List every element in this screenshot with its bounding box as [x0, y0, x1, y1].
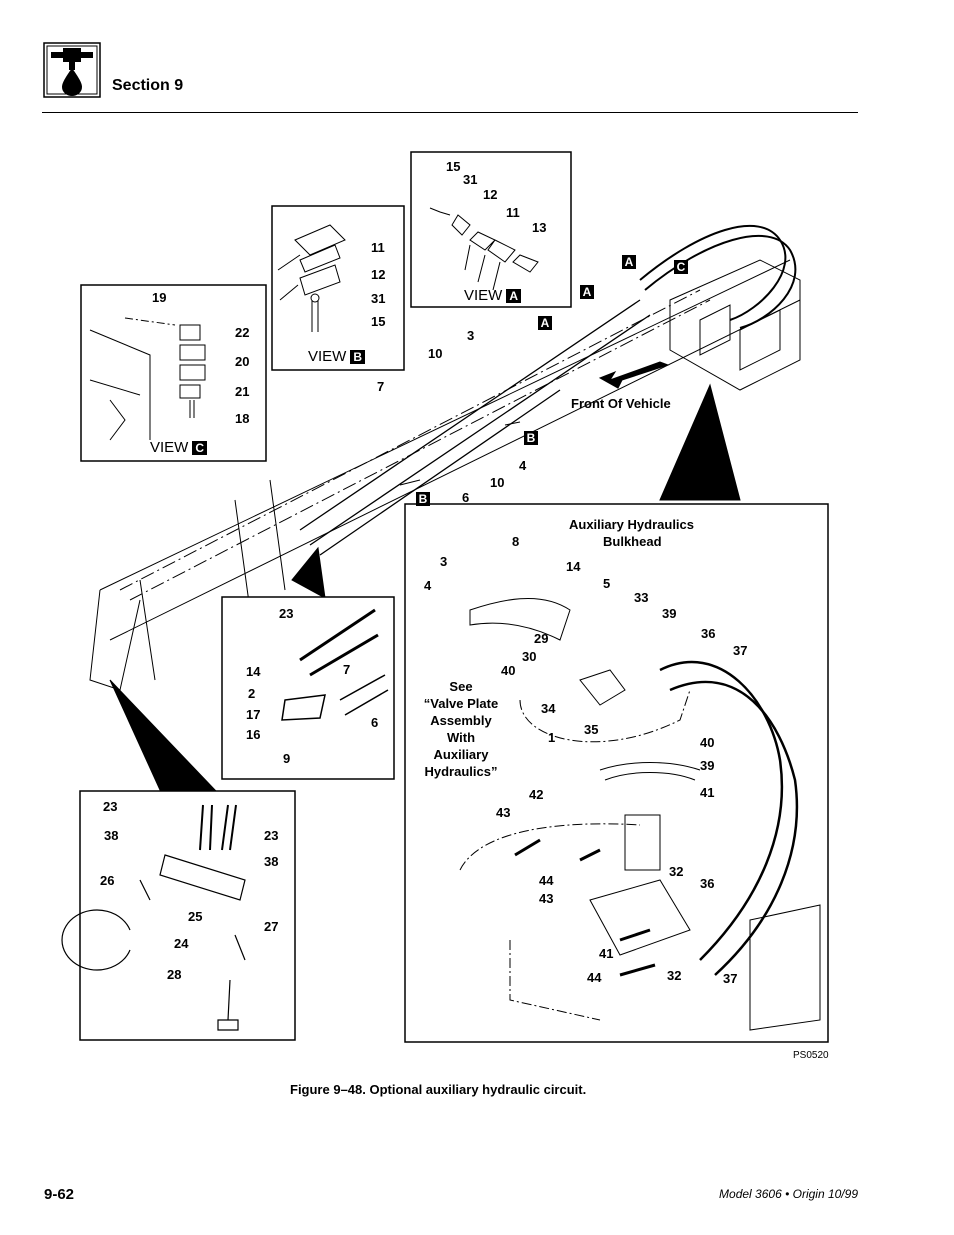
callout: 21	[235, 384, 250, 399]
callout: 39	[700, 758, 715, 773]
callout: 12	[483, 187, 498, 202]
callout: 40	[501, 663, 516, 678]
callout: 10	[490, 475, 505, 490]
callout: 31	[463, 172, 478, 187]
callout: 6	[462, 490, 470, 505]
callout: 26	[100, 873, 115, 888]
callout: 44	[539, 873, 554, 888]
callout: 5	[603, 576, 611, 591]
callout: 33	[634, 590, 649, 605]
callout: 37	[733, 643, 748, 658]
callout: 42	[529, 787, 544, 802]
callout: 7	[343, 662, 351, 677]
section-tag-a: A	[580, 285, 594, 299]
callout: 24	[174, 936, 189, 951]
callout: 6	[371, 715, 379, 730]
callout: 43	[496, 805, 511, 820]
callout: 13	[532, 220, 547, 235]
model-origin: Model 3606 • Origin 10/99	[719, 1187, 858, 1201]
section-logo	[43, 42, 101, 98]
callout: 37	[723, 971, 738, 986]
callout: 43	[539, 891, 554, 906]
hydraulic-drop-icon	[43, 42, 101, 98]
callout: 39	[662, 606, 677, 621]
callout: 28	[167, 967, 182, 982]
callout: 38	[264, 854, 279, 869]
callout: 36	[701, 626, 716, 641]
figure-caption: Figure 9–48. Optional auxiliary hydrauli…	[290, 1082, 587, 1097]
callout: 36	[700, 876, 715, 891]
callout: 32	[667, 968, 682, 983]
callout: 40	[700, 735, 715, 750]
bulkhead-label: Auxiliary Hydraulics	[569, 517, 694, 532]
callout: 35	[584, 722, 599, 737]
callout: 23	[103, 799, 118, 814]
callout: 17	[246, 707, 261, 722]
callout: 44	[587, 970, 602, 985]
callout: 14	[566, 559, 581, 574]
section-tag-a: A	[622, 255, 636, 269]
callout: 41	[599, 946, 614, 961]
callout: 15	[446, 159, 461, 174]
callout: 34	[541, 701, 556, 716]
callout: 20	[235, 354, 250, 369]
callout: 32	[669, 864, 684, 879]
callout: 15	[371, 314, 386, 329]
page-number: 9-62	[44, 1186, 75, 1203]
section-tag-a: A	[538, 316, 552, 330]
callout: 14	[246, 664, 261, 679]
callout: 4	[519, 458, 527, 473]
callout: 31	[371, 291, 386, 306]
callout: 9	[283, 751, 291, 766]
callout: 30	[522, 649, 537, 664]
callout: 18	[235, 411, 250, 426]
callout: 38	[104, 828, 119, 843]
callout: 23	[264, 828, 279, 843]
callout: 11	[371, 240, 385, 255]
bulkhead-label: Bulkhead	[603, 534, 662, 549]
callout: 4	[424, 578, 432, 593]
callout: 29	[534, 631, 549, 646]
callout: 27	[264, 919, 279, 934]
section-title: Section 9	[112, 77, 184, 94]
header-divider	[42, 112, 858, 113]
callout: 1	[548, 730, 556, 745]
callout: 3	[440, 554, 448, 569]
callout: 8	[512, 534, 520, 549]
callout: 12	[371, 267, 386, 282]
callout: 2	[248, 686, 256, 701]
section-tag-b: B	[416, 492, 430, 506]
callout: 41	[700, 785, 715, 800]
callout: 19	[152, 290, 167, 305]
callout: 7	[377, 379, 385, 394]
see-valve-plate-note: See “Valve Plate Assembly With Auxiliary…	[423, 679, 499, 779]
callout: 23	[279, 606, 294, 621]
callout: 3	[467, 328, 475, 343]
section-tag-b: B	[524, 431, 538, 445]
callout: 10	[428, 346, 443, 361]
callout: 16	[246, 727, 261, 742]
callout: 25	[188, 909, 203, 924]
figure-id-code: PS0520	[793, 1050, 829, 1061]
front-of-vehicle-label: Front Of Vehicle	[571, 396, 671, 411]
callout: 22	[235, 325, 250, 340]
section-tag-c: C	[674, 260, 688, 274]
callout: 11	[506, 205, 520, 220]
